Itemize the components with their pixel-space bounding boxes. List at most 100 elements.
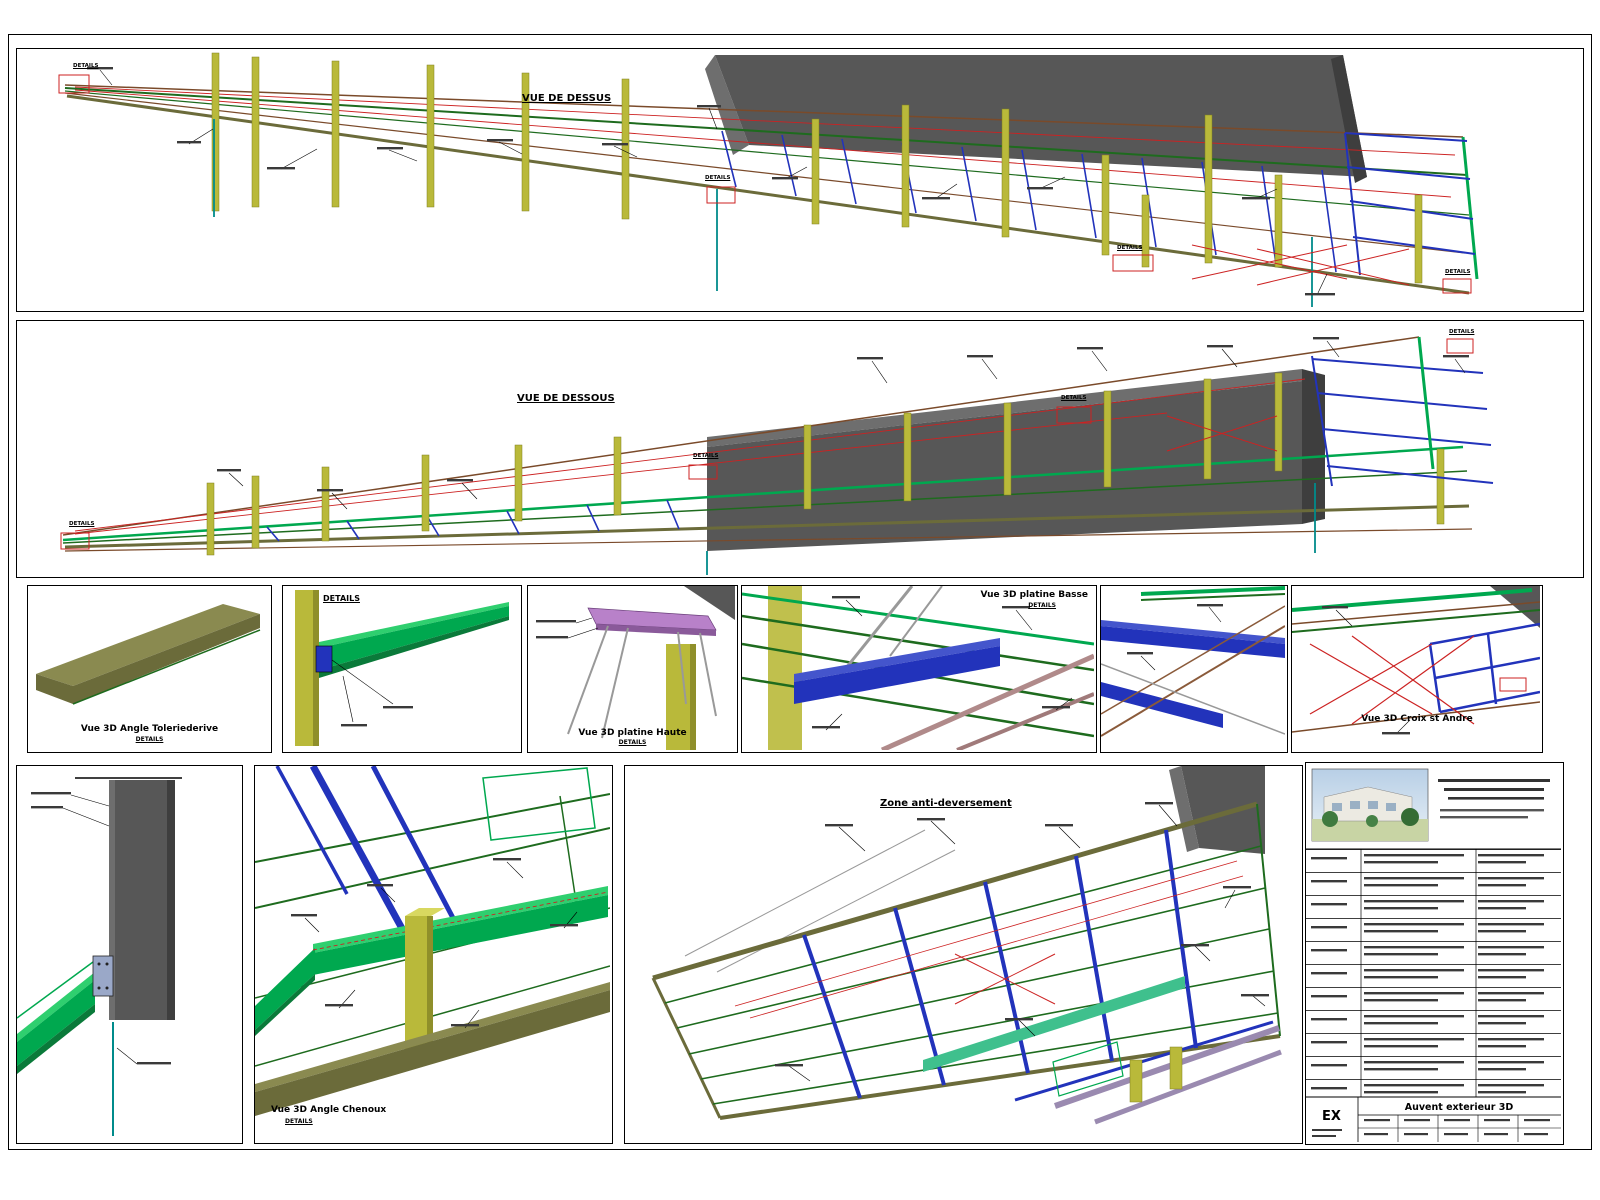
detail-ref-label: DETAILS — [1117, 245, 1143, 251]
panel-croix-st-andre: Vue 3D Croix st Andre — [1291, 585, 1543, 753]
column-connection-drawing — [17, 777, 182, 1136]
brown-braces — [1101, 605, 1285, 737]
right-end-blue-rungs — [1311, 355, 1494, 487]
red-cross-bracing — [1166, 415, 1278, 452]
annotation-labels — [775, 802, 1269, 1082]
detail-subtitle: DETAILS — [135, 736, 164, 743]
blue-rafters — [802, 829, 1198, 1099]
platine-basse-drawing — [742, 586, 1094, 750]
vue-de-dessous-drawing — [60, 336, 1494, 575]
annotation-labels — [31, 792, 171, 1065]
detail-callout-box — [1499, 677, 1527, 692]
panel-detail-post-beam: DETAILS — [282, 585, 522, 753]
red-cross-bracing — [1309, 635, 1475, 725]
panel-column-connection — [16, 765, 243, 1144]
view-title-dessus: VUE DE DESSUS — [522, 93, 612, 104]
green-beam — [17, 972, 95, 1074]
yellow-post — [768, 586, 802, 750]
roof-corner — [684, 586, 735, 620]
dark-green-beam — [1140, 593, 1285, 601]
green-outline-frame — [1052, 1041, 1124, 1097]
yellow-posts — [211, 52, 1423, 284]
red-cross-bracing — [1191, 244, 1410, 286]
vue-de-dessus-drawing — [58, 52, 1479, 307]
detail-ref-label: DETAILS — [1445, 269, 1471, 275]
roof-corner — [1490, 586, 1540, 628]
revision-table — [1306, 848, 1561, 1098]
support-legs — [567, 625, 717, 739]
detail-title: Vue 3D Croix st Andre — [1361, 714, 1473, 724]
connection-plate — [92, 955, 114, 997]
gray-ties — [684, 829, 956, 973]
detail-callout-boxes — [60, 338, 1474, 550]
detail-callout-boxes — [58, 74, 1472, 294]
detail-ref-label: DETAILS — [693, 453, 719, 459]
corner-beams — [36, 604, 261, 705]
bright-green-edge — [1417, 336, 1435, 470]
post-beam-detail-drawing — [295, 590, 509, 746]
canopy-chords — [64, 84, 1479, 295]
yellow-post-shade — [690, 644, 696, 750]
gray-column — [109, 780, 175, 1020]
canopy-chords — [62, 336, 1473, 552]
detail-title: Vue 3D platine Basse — [980, 590, 1088, 600]
blue-ladder — [1428, 622, 1540, 714]
zone-anti-deversement-drawing — [651, 766, 1282, 1125]
angle-toleriederive-drawing — [36, 604, 261, 705]
detail-title: Vue 3D Angle Toleriederive — [80, 724, 219, 734]
pink-beams — [880, 653, 1094, 750]
panel-vue-de-dessous: VUE DE DESSOUS DETAILS DETAILS DETAILS D… — [16, 320, 1584, 578]
annotation-labels — [217, 337, 1469, 510]
detail-ref-label: DETAILS — [69, 521, 95, 527]
detail-subtitle: DETAILS — [285, 1118, 313, 1125]
detail-subtitle: DETAILS — [618, 739, 647, 746]
project-text-lines — [1438, 779, 1550, 819]
detail-ref-label: DETAILS — [1061, 395, 1087, 401]
annotation-labels — [1127, 604, 1223, 671]
teal-beam — [923, 976, 1185, 1072]
annotation-labels — [331, 659, 413, 727]
title-block: EX Auvent exterieur 3D — [1305, 762, 1564, 1145]
annotation-labels — [291, 858, 578, 1029]
blue-beams — [1101, 620, 1285, 728]
red-lines — [734, 860, 1244, 1019]
angle-chenoux-drawing — [255, 766, 610, 1116]
detail-ref-label: DETAILS — [1449, 329, 1475, 335]
olive-beam — [255, 982, 610, 1116]
drawing-title: Auvent exterieur 3D — [1405, 1102, 1514, 1113]
company-logo — [1311, 768, 1429, 842]
annotation-labels — [812, 596, 1073, 731]
green-beam — [319, 602, 509, 678]
sheet-border — [8, 34, 1592, 1150]
green-gutter-beam — [255, 886, 608, 1036]
green-outline-frame — [482, 767, 596, 841]
title-block-drawing: EX Auvent exterieur 3D — [1306, 768, 1561, 1142]
annotation-labels — [1322, 606, 1411, 735]
title-strip: EX Auvent exterieur 3D — [1312, 1097, 1561, 1142]
panel-platine-haute: Vue 3D platine Haute DETAILS — [527, 585, 738, 753]
panel-detail-blue-beams — [1100, 585, 1288, 753]
annotation-labels — [536, 617, 599, 639]
platine-haute-drawing — [536, 586, 735, 750]
gray-column-mass — [1169, 766, 1265, 854]
detail-title: Vue 3D Angle Chenoux — [271, 1105, 387, 1115]
detail-title: Vue 3D platine Haute — [578, 728, 687, 738]
green-edge-line — [17, 961, 94, 1019]
detail-ref-label: DETAILS — [73, 63, 99, 69]
panel-angle-chenoux: Vue 3D Angle Chenoux DETAILS — [254, 765, 613, 1144]
panel-vue-de-dessus: VUE DE DESSUS DETAILS DETAILS DETAILS DE… — [16, 48, 1584, 312]
yellow-posts — [1129, 1046, 1183, 1103]
view-title-dessous: VUE DE DESSOUS — [517, 393, 615, 404]
red-axis-line — [312, 891, 609, 951]
blue-beam — [794, 638, 1000, 704]
blue-beams-detail-drawing — [1101, 586, 1285, 737]
detail-subtitle: DETAILS — [1028, 602, 1056, 609]
panel-angle-toleriederive: Vue 3D Angle Toleriederive DETAILS — [27, 585, 272, 753]
panel-zone-anti-deversement: Zone anti-deversement — [624, 765, 1303, 1144]
yellow-post — [405, 908, 445, 1056]
teal-posts — [706, 483, 1316, 575]
chords — [1292, 588, 1540, 733]
green-beam — [1140, 586, 1285, 596]
building-roof-mass — [705, 55, 1367, 183]
blue-bracket — [315, 645, 333, 673]
